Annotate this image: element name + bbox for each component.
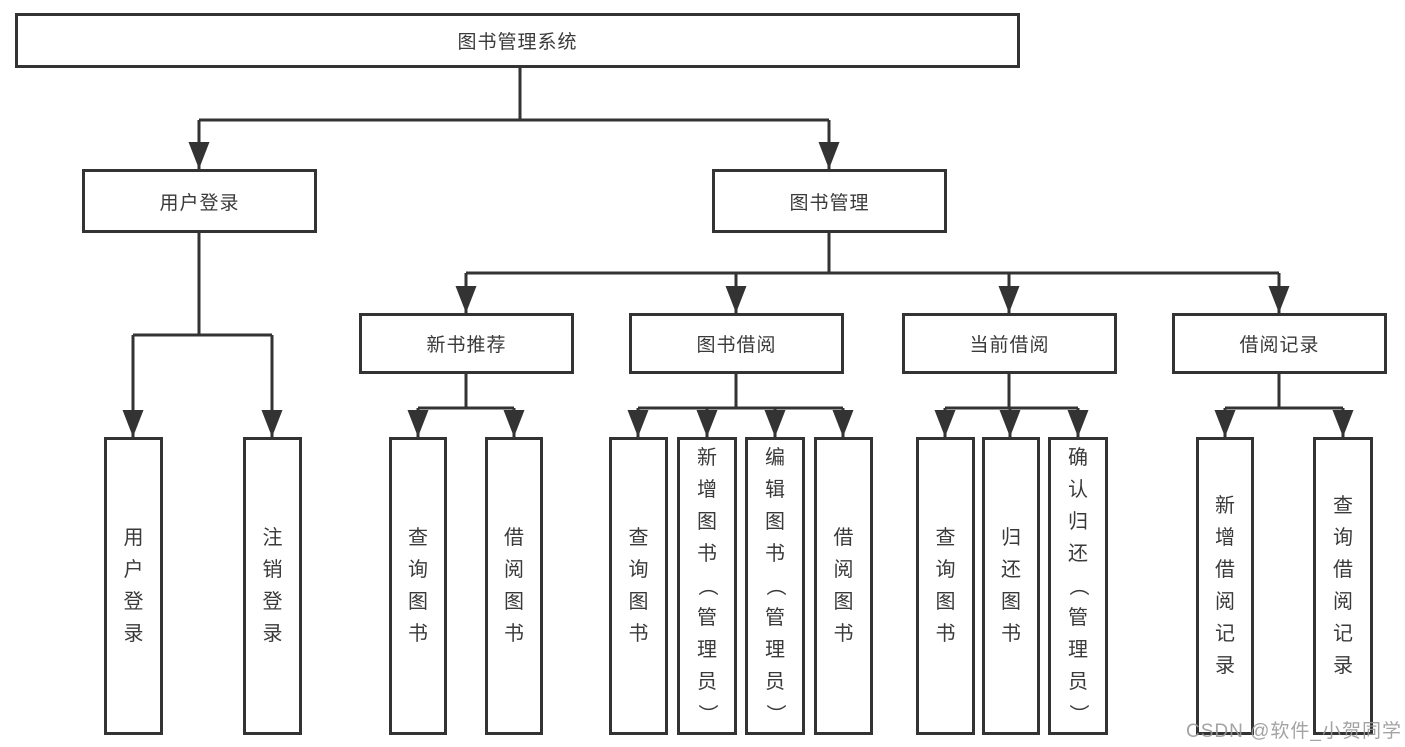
node-borrow-records: 借阅记录 [1172,313,1387,374]
leaf-borrow-books-borrow: 借阅图书 [814,437,873,735]
leaf-query-books-current: 查询图书 [916,437,975,735]
leaf-query-books-borrow: 查询图书 [609,437,668,735]
connector-current-borrow [945,374,1078,410]
node-user-login: 用户登录 [82,169,317,233]
leaf-borrow-books-recommend: 借阅图书 [485,437,543,735]
connector-book-management [466,233,1279,275]
connector-root [199,68,829,122]
connector-borrow-records [1225,374,1343,410]
leaf-confirm-return-admin: 确认归还（管理员） [1048,437,1108,735]
connector-book-borrow [638,374,843,410]
watermark: CSDN @软件_小贺同学 [1186,721,1402,742]
leaf-add-borrow-record: 新增借阅记录 [1196,437,1254,735]
node-book-management: 图书管理 [712,169,947,233]
leaf-query-borrow-record: 查询借阅记录 [1313,437,1373,735]
node-book-borrow: 图书借阅 [629,313,844,374]
leaf-return-book: 归还图书 [982,437,1040,735]
leaf-user-login: 用户登录 [104,437,163,735]
connector-new-book-recommend [418,374,514,410]
connector-user-login [133,233,272,337]
node-new-book-recommend: 新书推荐 [359,313,574,374]
leaf-edit-book-admin: 编辑图书（管理员） [745,437,805,735]
leaf-logout: 注销登录 [243,437,302,735]
leaf-add-book-admin: 新增图书（管理员） [677,437,737,735]
node-current-borrow: 当前借阅 [902,313,1117,374]
node-root: 图书管理系统 [15,13,1020,68]
leaf-query-books-recommend: 查询图书 [389,437,447,735]
